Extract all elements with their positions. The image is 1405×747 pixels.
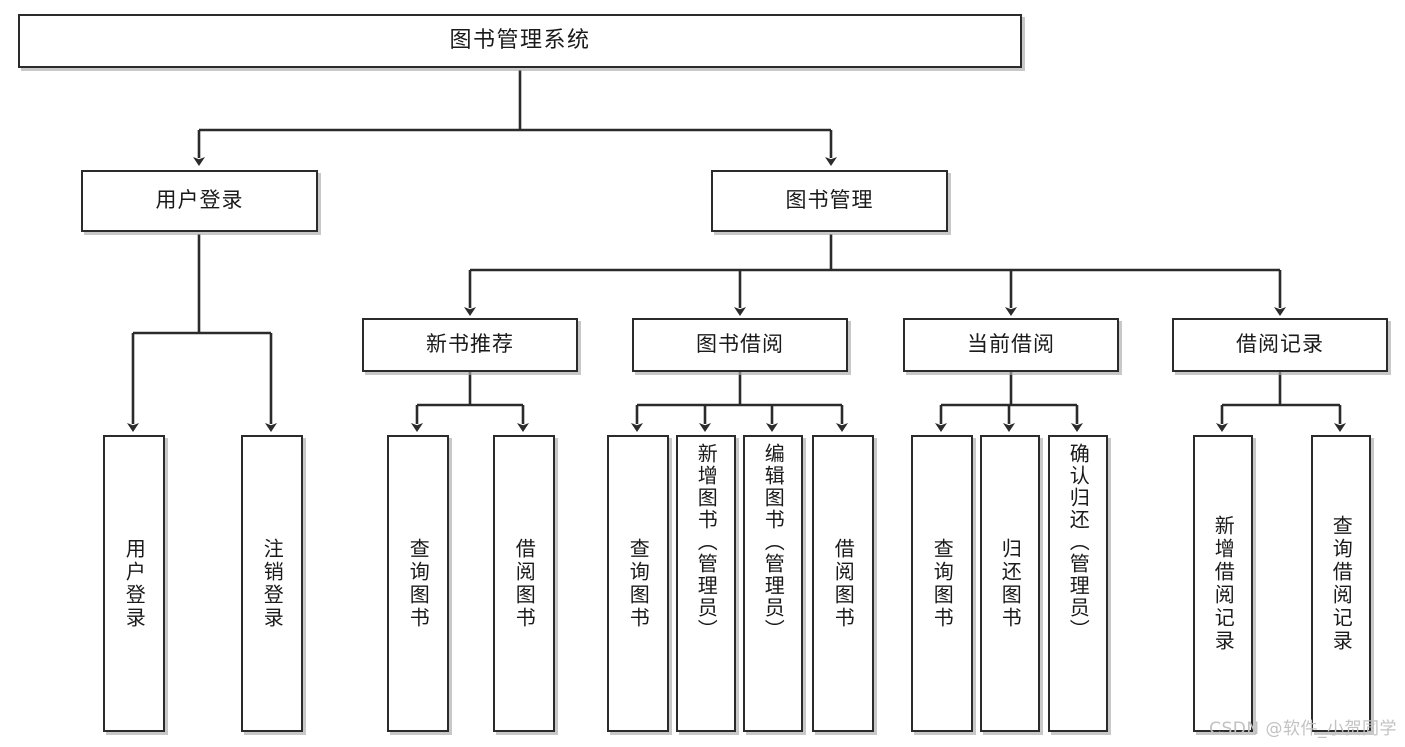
node-label: 新书推荐	[426, 332, 514, 357]
leaf-book-borrow-edit-book-admin[interactable]: 编辑图书（管理员）	[743, 435, 803, 732]
leaf-current-borrow-query-book[interactable]: 查询图书	[911, 435, 973, 732]
node-label: 图书借阅	[696, 332, 784, 357]
node-label: 确认归还（管理员）	[1066, 443, 1091, 641]
node-label: 查询图书	[406, 537, 431, 630]
node-current-borrow[interactable]: 当前借阅	[903, 318, 1119, 372]
leaf-borrow-record-add-record[interactable]: 新增借阅记录	[1193, 435, 1253, 732]
leaf-book-borrow-query-book[interactable]: 查询图书	[607, 435, 669, 732]
node-book-management[interactable]: 图书管理	[711, 170, 948, 232]
node-label: 新增图书（管理员）	[694, 443, 719, 641]
node-new-book-recommend[interactable]: 新书推荐	[362, 318, 578, 372]
leaf-user-login-logout[interactable]: 注销登录	[241, 435, 303, 732]
node-label: 查询借阅记录	[1329, 514, 1354, 653]
node-label: 图书管理系统	[449, 27, 591, 53]
node-label: 借阅记录	[1236, 332, 1324, 357]
node-label: 查询图书	[626, 537, 651, 630]
node-label: 图书管理	[785, 188, 874, 213]
leaf-new-book-query-book[interactable]: 查询图书	[387, 435, 449, 732]
node-root-book-management-system[interactable]: 图书管理系统	[18, 14, 1022, 68]
node-user-login[interactable]: 用户登录	[81, 170, 318, 232]
leaf-current-borrow-confirm-return-admin[interactable]: 确认归还（管理员）	[1048, 435, 1108, 732]
node-label: 用户登录	[155, 188, 244, 213]
leaf-current-borrow-return-book[interactable]: 归还图书	[980, 435, 1040, 732]
node-label: 用户登录	[122, 537, 147, 630]
node-borrow-record[interactable]: 借阅记录	[1172, 318, 1388, 372]
node-label: 新增借阅记录	[1211, 514, 1236, 653]
leaf-book-borrow-borrow-book[interactable]: 借阅图书	[812, 435, 874, 732]
leaf-user-login-login[interactable]: 用户登录	[103, 435, 165, 732]
leaf-new-book-borrow-book[interactable]: 借阅图书	[493, 435, 555, 732]
node-label: 编辑图书（管理员）	[761, 443, 786, 641]
leaf-book-borrow-add-book-admin[interactable]: 新增图书（管理员）	[676, 435, 736, 732]
csdn-watermark: CSDN @软件_小贺同学	[1209, 719, 1397, 739]
leaf-borrow-record-query-record[interactable]: 查询借阅记录	[1311, 435, 1371, 732]
node-label: 查询图书	[930, 537, 955, 630]
node-label: 注销登录	[260, 537, 285, 630]
node-label: 借阅图书	[512, 537, 537, 630]
node-book-borrow[interactable]: 图书借阅	[632, 318, 848, 372]
node-label: 借阅图书	[831, 537, 856, 630]
node-label: 归还图书	[998, 537, 1023, 630]
node-label: 当前借阅	[967, 332, 1055, 357]
